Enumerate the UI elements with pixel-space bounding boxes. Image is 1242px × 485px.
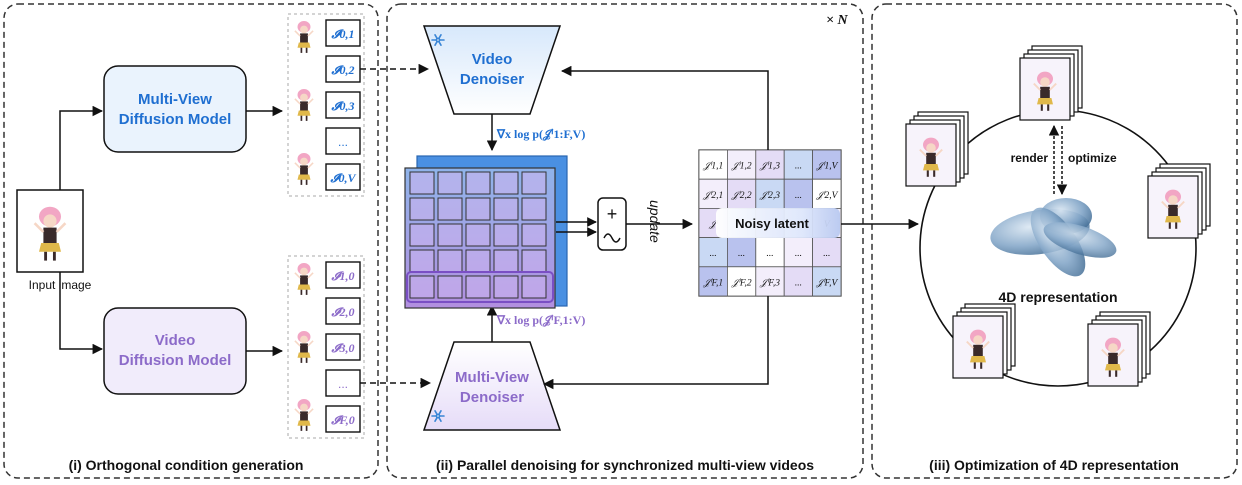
mv-denoiser-line2: Denoiser (460, 389, 524, 406)
latent-to-video-denoiser-arrow (560, 65, 769, 150)
input-to-mv-arrow (59, 105, 104, 190)
rendered-view-stacks (905, 45, 1211, 387)
update-label: update (647, 200, 663, 243)
gradient-grid (404, 155, 568, 309)
latent-cell-label: 𝒥ⁱF,V (815, 277, 838, 288)
latent-cell-label: ... (795, 191, 802, 201)
latent-cell (755, 266, 785, 297)
panel-i-caption: (i) Orthogonal condition generation (69, 457, 304, 473)
latent-cell-label: 𝒥ⁱ1,3 (759, 161, 780, 172)
video-denoiser-line2: Denoiser (460, 71, 524, 88)
4d-ellipsoids-icon (990, 198, 1117, 277)
input-to-vid-arrow (59, 272, 104, 355)
repeat-n-label: × N (826, 13, 848, 28)
latent-cell (698, 178, 728, 209)
latent-cell (812, 266, 842, 297)
mv-model-line2: Diffusion Model (119, 111, 232, 128)
multi-view-diffusion-model: Multi-View Diffusion Model (103, 65, 247, 153)
panel-ii-caption: (ii) Parallel denoising for synchronized… (436, 457, 814, 473)
latent-cell-label: 𝒥ⁱ (708, 219, 719, 230)
mv-output-label: 𝓘0,3 (330, 99, 354, 113)
latent-cell-label: ... (738, 249, 745, 259)
mv-output-column: 𝓘0,1 𝓘0,2 𝓘0,3 ... 𝓘0,V (287, 13, 365, 197)
vid-output-label: ... (338, 377, 348, 391)
latent-cell-label: 𝒥ⁱ2,2 (731, 190, 752, 201)
latent-cell-label: 𝒥ⁱ2,3 (759, 190, 780, 201)
latent-cell-label: 𝒥ⁱF,1 (702, 277, 723, 288)
mv-output-label: 𝓘0,2 (330, 63, 354, 77)
latent-cell-label: 𝒥ⁱ2,V (815, 190, 838, 201)
panel-ii-frame (386, 3, 864, 479)
mv-model-line1: Multi-View (138, 91, 212, 108)
vid-output-label: 𝓘3,0 (330, 341, 354, 355)
input-image (16, 189, 84, 273)
svg-text:+: + (607, 204, 618, 224)
vid-output-label: 𝓘F,0 (330, 413, 355, 427)
optimize-label: optimize (1068, 151, 1117, 165)
panel-iii-frame (871, 3, 1238, 479)
vid-output-label: 𝓘1,0 (330, 269, 354, 283)
gradient-bottom-label: ∇x log p(𝒥ⁱF,1:V) (496, 313, 585, 328)
mv-output-label: ... (338, 135, 348, 149)
video-diffusion-model: Video Diffusion Model (103, 307, 247, 395)
mv-output-label: 𝓘0,1 (330, 27, 354, 41)
latent-cell (698, 149, 728, 180)
mv-output-label: 𝓘0,V (329, 171, 356, 185)
panel-iii-caption: (iii) Optimization of 4D representation (929, 457, 1179, 473)
gradient-top-label: ∇x log p(𝒥ⁱ1:F,V) (496, 127, 585, 142)
latent-cell (698, 266, 728, 297)
latent-cell-label: ... (795, 162, 802, 172)
latent-cell (812, 178, 842, 209)
latent-cell-label: ... (766, 249, 773, 259)
latent-cell-label: 𝒥ⁱ1,2 (731, 161, 752, 172)
vid-output-label: 𝓘2,0 (330, 305, 354, 319)
latent-cell-label: 𝒥ⁱ1,V (815, 161, 838, 172)
latent-cell-label: 𝒥ⁱ1,1 (702, 161, 723, 172)
render-label: render (1011, 151, 1049, 165)
latent-cell-label: 𝒥ⁱF,2 (731, 277, 752, 288)
latent-cell (783, 149, 814, 180)
latent-cell-label: ... (710, 249, 717, 259)
panel-i-frame (3, 3, 379, 479)
mv-denoiser-line1: Multi-View (455, 369, 529, 386)
video-denoiser: Video Denoiser (422, 25, 562, 115)
vid-model-line1: Video (155, 332, 196, 349)
latent-cell (727, 178, 757, 209)
latent-cell-label: 𝒥ⁱ2,1 (702, 190, 723, 201)
vid-output-column: 𝓘1,0 𝓘2,0 𝓘3,0 ... 𝓘F,0 (287, 255, 365, 439)
4d-representation-label: 4D representation (998, 289, 1117, 305)
adder-box: + (597, 197, 627, 251)
latent-cell-label: ... (795, 249, 802, 259)
latent-cell-label: ... (823, 249, 830, 259)
latent-cell-label: ... (795, 278, 802, 288)
latent-cell (755, 149, 785, 180)
multi-view-denoiser: Multi-View Denoiser (422, 341, 562, 431)
video-denoiser-line1: Video (472, 51, 513, 68)
noisy-latent-label: Noisy latent (735, 216, 809, 231)
latent-cell-label: 𝒥ⁱF,3 (759, 277, 780, 288)
vid-model-line2: Diffusion Model (119, 352, 232, 369)
latent-cell (755, 178, 785, 209)
noisy-latent-overlay: Noisy latent (716, 208, 840, 238)
latent-to-mv-denoiser-arrow (542, 296, 769, 390)
